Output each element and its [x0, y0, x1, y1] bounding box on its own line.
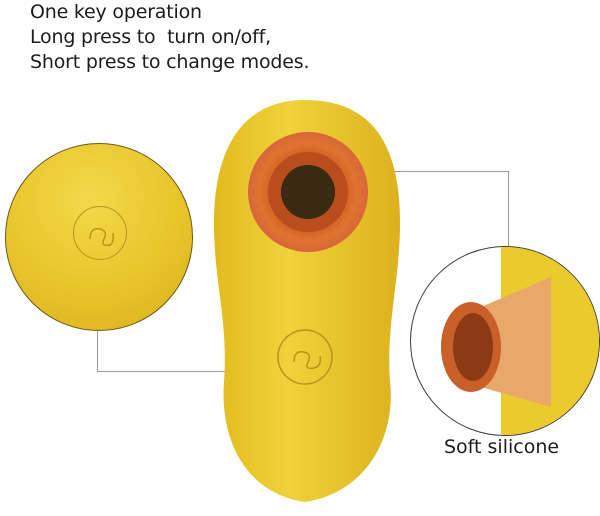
feature-caption: One key operation Long press to turn on/… — [30, 0, 310, 75]
power-mode-button-icon — [277, 329, 333, 385]
silicone-tip-closeup-circle — [410, 246, 600, 436]
caption-line-3: Short press to change modes. — [30, 51, 310, 73]
connector-left-horizontal — [97, 371, 287, 372]
silicone-tip-illustration — [441, 247, 599, 435]
connector-left-vertical — [97, 331, 98, 372]
connector-right-horizontal — [345, 171, 509, 172]
button-closeup-circle — [5, 143, 193, 331]
power-mode-button-closeup — [73, 206, 127, 260]
product-body-illustration — [213, 100, 400, 502]
connector-right-vertical — [508, 171, 509, 247]
caption-line-2: Long press to turn on/off, — [30, 26, 271, 48]
caption-line-1: One key operation — [30, 1, 202, 23]
soft-silicone-label: Soft silicone — [444, 436, 560, 458]
power-mode-button-icon — [89, 227, 114, 247]
